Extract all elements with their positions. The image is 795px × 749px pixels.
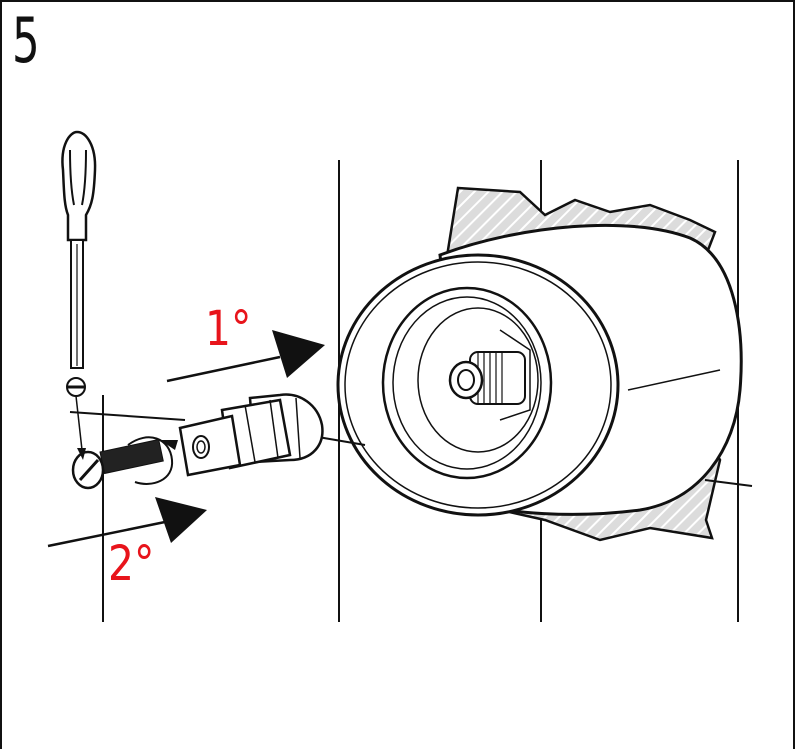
callout-step-2: 2° [108, 536, 155, 592]
valve-body-icon [336, 223, 753, 517]
arrow-1-icon [166, 330, 325, 383]
socket-adapter-icon [178, 393, 324, 477]
arrow-2-icon [47, 497, 207, 548]
screwdriver-icon [61, 130, 97, 460]
step-number: 5 [12, 4, 40, 77]
callout-step-1: 1° [205, 301, 252, 357]
alignment-line [317, 436, 366, 446]
slotted-screw-icon [71, 436, 178, 490]
alignment-line [69, 411, 186, 421]
